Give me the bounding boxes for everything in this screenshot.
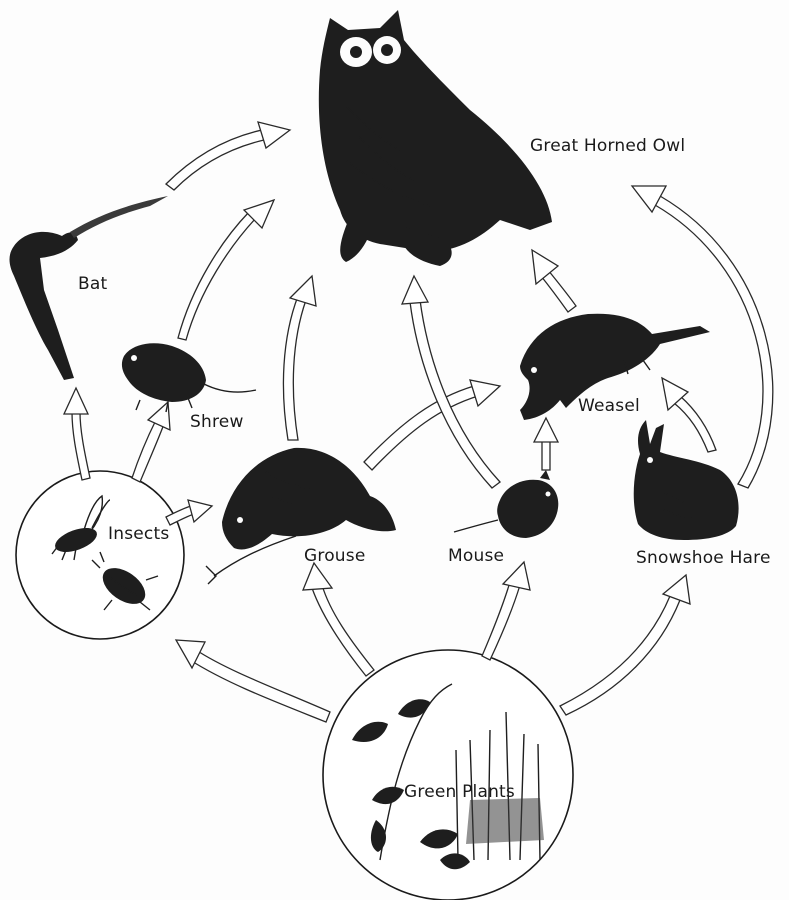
great-horned-owl-illustration	[319, 10, 552, 266]
arrow-plants-to-mouse	[482, 562, 530, 660]
arrow-mouse-to-owl	[402, 276, 500, 488]
arrow-plants-to-grouse	[303, 563, 374, 676]
owl-label: Great Horned Owl	[530, 136, 685, 156]
hare-label: Snowshoe Hare	[636, 548, 771, 568]
insects-circle	[16, 471, 184, 639]
mouse-illustration	[454, 470, 558, 538]
arrow-hare-to-weasel	[662, 378, 716, 452]
arrow-weasel-to-owl	[532, 250, 576, 312]
shrew-label: Shrew	[190, 412, 244, 432]
grouse-illustration	[206, 448, 396, 584]
plants-label: Green Plants	[404, 782, 515, 802]
mouse-label: Mouse	[448, 546, 504, 566]
bat-label: Bat	[78, 274, 107, 294]
arrow-mouse-to-weasel	[534, 418, 558, 470]
arrow-insects-to-bat	[64, 388, 90, 480]
arrow-shrew-to-owl	[178, 200, 274, 340]
snowshoe-hare-illustration	[634, 420, 739, 540]
grouse-label: Grouse	[304, 546, 365, 566]
weasel-label: Weasel	[578, 396, 640, 416]
arrow-plants-to-insects	[176, 640, 330, 722]
arrow-insects-to-shrew	[132, 402, 170, 482]
arrow-plants-to-hare	[560, 575, 690, 715]
arrow-bat-to-owl	[166, 122, 290, 190]
insects-label: Insects	[108, 524, 169, 544]
arrow-grouse-to-owl	[283, 276, 316, 440]
shrew-illustration	[122, 343, 256, 412]
